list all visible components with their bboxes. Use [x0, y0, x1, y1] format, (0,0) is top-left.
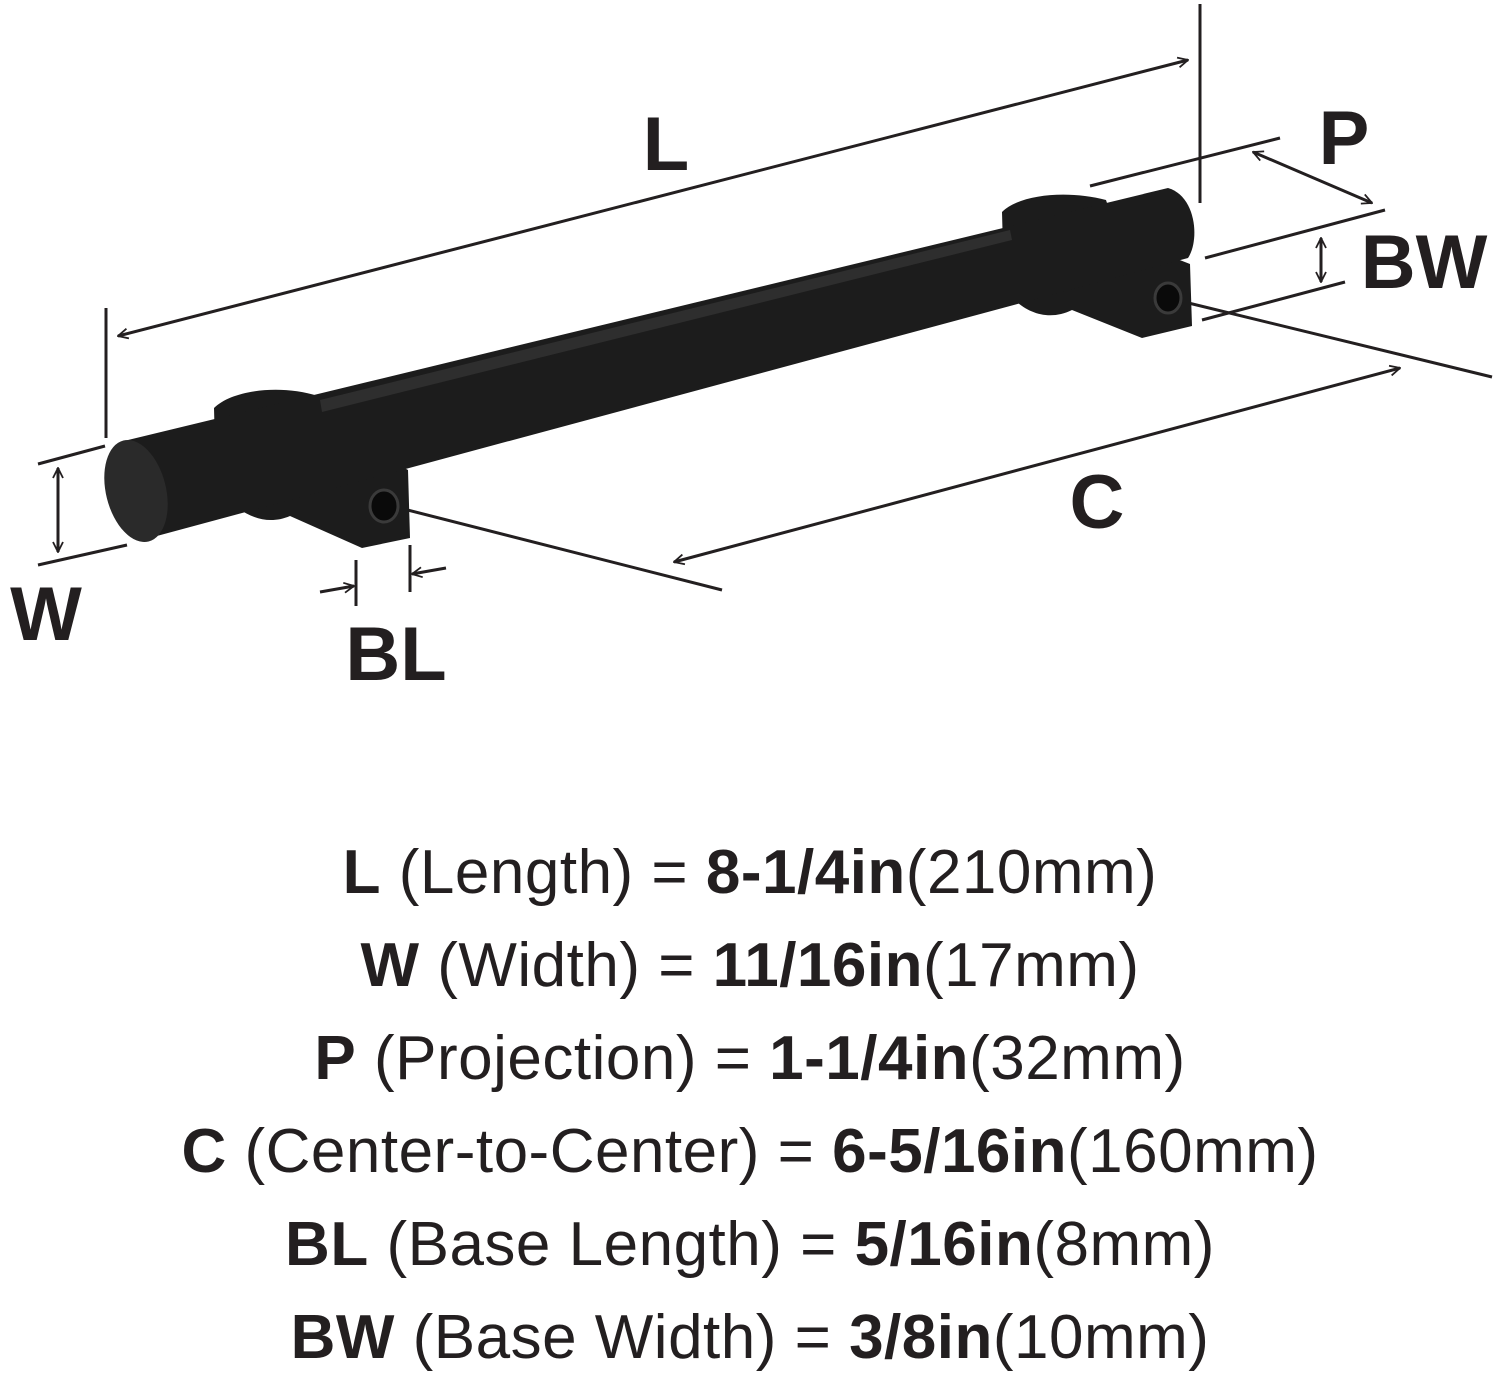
rod-end-cap-left	[104, 440, 168, 542]
spec-description: (Projection) =	[373, 1024, 752, 1093]
spec-metric-value: (210mm)	[905, 838, 1158, 907]
spec-description: (Length) =	[398, 838, 689, 907]
spec-abbr: C	[181, 1117, 227, 1186]
spec-width: W (Width) = 11/16in(17mm)	[0, 919, 1500, 1012]
center-line-left	[383, 502, 723, 592]
spec-metric-value: (17mm)	[922, 931, 1140, 1000]
spec-imperial-value: 11/16in	[712, 931, 923, 1000]
handle-dimension-diagram: L P BW C W BL	[10, 4, 1493, 697]
label-L: L	[643, 102, 689, 187]
projection-dimension	[1089, 136, 1386, 260]
screw-hole-left	[368, 488, 400, 524]
spec-abbr: BL	[285, 1210, 369, 1279]
rod-highlight	[320, 230, 1012, 412]
length-dimension	[104, 4, 1202, 438]
width-dimension	[37, 444, 128, 567]
spec-imperial-value: 6-5/16in	[832, 1117, 1068, 1186]
length-arrow-line	[118, 60, 1188, 336]
spec-abbr: P	[314, 1024, 357, 1093]
spec-imperial-value: 1-1/4in	[769, 1024, 970, 1093]
label-BL: BL	[345, 612, 446, 697]
base-width-dimension	[1201, 238, 1346, 322]
spec-base-length: BL (Base Length) = 5/16in(8mm)	[0, 1198, 1500, 1291]
spec-abbr: BW	[290, 1303, 395, 1372]
projection-extension-top	[1089, 136, 1281, 188]
spec-imperial-value: 5/16in	[854, 1210, 1034, 1279]
spec-abbr: L	[342, 838, 382, 907]
base-width-extension	[1201, 280, 1346, 322]
spec-abbr: W	[360, 931, 420, 1000]
spec-description: (Base Width) =	[412, 1303, 832, 1372]
spec-metric-value: (160mm)	[1067, 1117, 1319, 1186]
spec-description: (Width) =	[437, 931, 695, 1000]
bar-pull-handle	[104, 188, 1195, 548]
width-extension-top	[37, 444, 106, 466]
base-length-arrow-right	[412, 566, 447, 574]
label-W: W	[10, 572, 82, 657]
projection-extension-bottom	[1204, 208, 1386, 260]
specifications-list: L (Length) = 8-1/4in(210mm) W (Width) = …	[0, 826, 1500, 1384]
spec-base-width: BW (Base Width) = 3/8in(10mm)	[0, 1291, 1500, 1384]
center-line-right	[1167, 296, 1493, 379]
screw-hole-right	[1153, 281, 1183, 315]
label-C: C	[1070, 460, 1125, 545]
base-length-dimension	[319, 545, 447, 606]
spec-metric-value: (8mm)	[1033, 1210, 1215, 1279]
spec-center-to-center: C (Center-to-Center) = 6-5/16in(160mm)	[0, 1105, 1500, 1198]
center-lines	[383, 296, 1493, 592]
spec-description: (Center-to-Center) =	[244, 1117, 815, 1186]
spec-length: L (Length) = 8-1/4in(210mm)	[0, 826, 1500, 919]
spec-description: (Base Length) =	[386, 1210, 837, 1279]
spec-projection: P (Projection) = 1-1/4in(32mm)	[0, 1012, 1500, 1105]
center-to-center-arrow-line	[674, 368, 1400, 562]
projection-arrow-line	[1253, 152, 1372, 203]
spec-imperial-value: 3/8in	[849, 1303, 993, 1372]
label-BW: BW	[1361, 220, 1488, 305]
base-length-arrow-left	[319, 586, 354, 594]
handle-rod	[128, 188, 1195, 540]
spec-metric-value: (10mm)	[992, 1303, 1210, 1372]
spec-imperial-value: 8-1/4in	[705, 838, 906, 907]
label-P: P	[1319, 96, 1370, 181]
spec-metric-value: (32mm)	[969, 1024, 1186, 1093]
width-extension-bottom	[37, 543, 128, 567]
